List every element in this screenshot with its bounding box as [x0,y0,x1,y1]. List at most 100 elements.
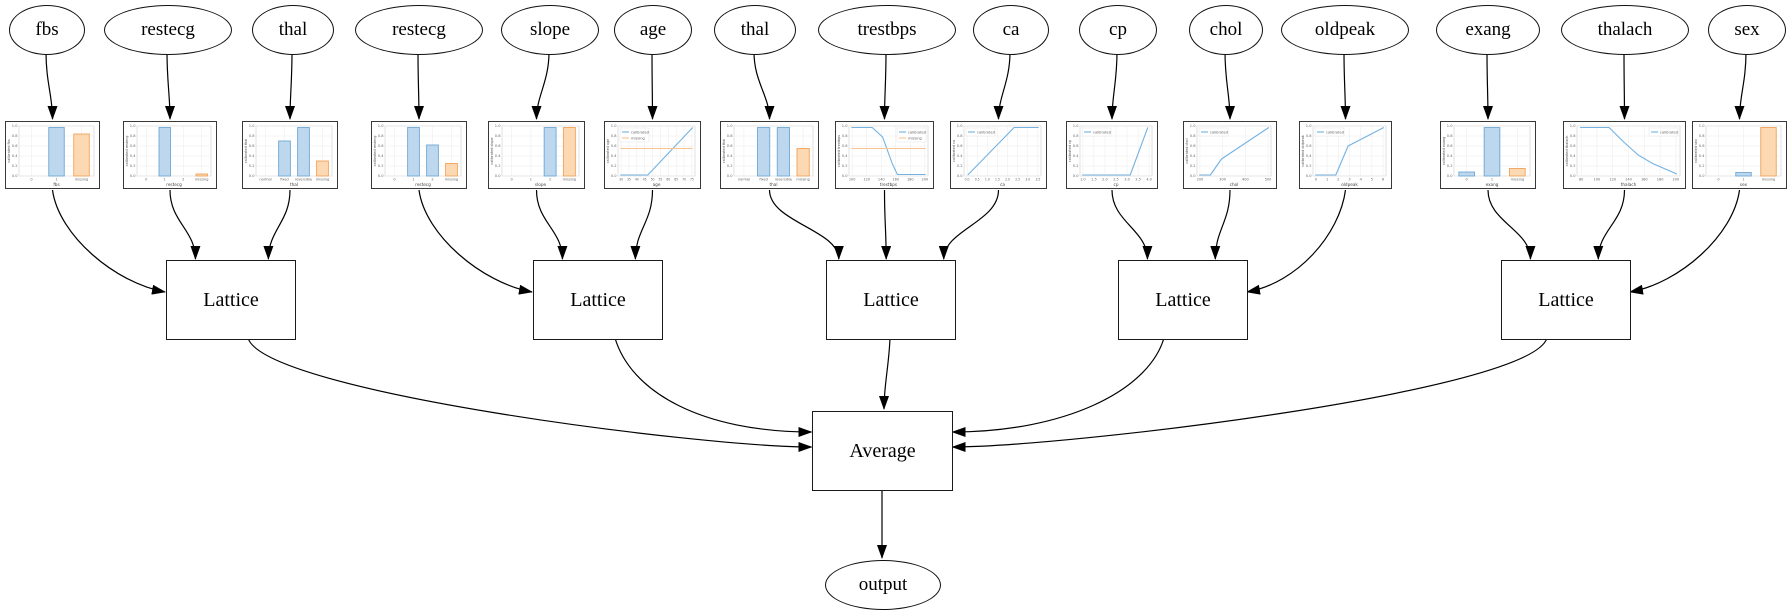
lattice-label: Lattice [570,288,626,311]
svg-text:160: 160 [892,177,899,181]
svg-text:restecg: restecg [415,182,431,187]
svg-text:1.0: 1.0 [1570,124,1576,128]
edge-arrow [1210,189,1231,260]
svg-text:0.4: 0.4 [1073,154,1079,158]
svg-text:1: 1 [55,177,57,181]
input-node-chol: chol [1189,5,1263,55]
svg-text:45: 45 [643,177,647,181]
svg-text:2.5: 2.5 [1113,177,1119,181]
svg-text:calibrated restecg: calibrated restecg [125,136,129,167]
svg-text:calibrated: calibrated [1210,130,1228,134]
svg-text:140: 140 [1625,177,1632,181]
svg-text:1.0: 1.0 [1306,124,1312,128]
edge-arrow [614,337,813,437]
svg-text:0.2: 0.2 [727,164,733,168]
svg-text:4.0: 4.0 [1146,177,1152,181]
input-node-slope: slope [501,5,599,55]
lattice-label: Lattice [863,288,919,311]
svg-text:exang: exang [1486,182,1499,187]
svg-text:fbs: fbs [53,182,59,187]
svg-text:calibrated exang: calibrated exang [1442,137,1446,166]
input-node-cp: cp [1079,5,1157,55]
edge-arrow [951,337,1548,452]
svg-text:calibrated slope: calibrated slope [490,137,494,164]
svg-text:reversible: reversible [295,177,312,181]
svg-text:chol: chol [1230,182,1239,187]
svg-text:1: 1 [530,177,532,181]
svg-text:0.4: 0.4 [249,154,255,158]
svg-text:calibrated: calibrated [1660,130,1678,134]
edge-arrow [951,337,1165,437]
svg-text:300: 300 [1219,177,1226,181]
svg-text:calibrated thal: calibrated thal [244,139,248,164]
svg-text:0.8: 0.8 [842,134,848,138]
edge-arrow [630,189,654,260]
svg-text:0.4: 0.4 [495,154,501,158]
svg-text:0.8: 0.8 [957,134,963,138]
svg-text:missing: missing [316,177,329,181]
svg-text:missing: missing [908,136,922,140]
svg-text:3.5: 3.5 [1135,177,1141,181]
svg-text:0.0: 0.0 [1190,174,1196,178]
svg-text:normal: normal [738,177,750,181]
svg-text:2.0: 2.0 [1005,177,1010,181]
svg-text:calibrated thal: calibrated thal [722,139,726,164]
svg-text:calibrated: calibrated [908,130,926,134]
svg-text:calibrated: calibrated [1093,130,1111,134]
svg-text:0.8: 0.8 [1073,134,1079,138]
svg-text:normal: normal [259,177,271,181]
svg-text:0.6: 0.6 [12,144,18,148]
svg-text:0.4: 0.4 [842,154,848,158]
svg-text:0.8: 0.8 [378,134,384,138]
svg-text:0.0: 0.0 [1306,174,1312,178]
svg-text:200: 200 [1197,177,1204,181]
input-node-trestbps: trestbps [818,5,956,55]
svg-text:1: 1 [164,177,166,181]
svg-text:ca: ca [1000,182,1005,187]
svg-text:0.4: 0.4 [378,154,384,158]
svg-text:100: 100 [849,177,856,181]
lattice-label: Lattice [1538,288,1594,311]
svg-text:0.8: 0.8 [1190,134,1196,138]
svg-text:0.2: 0.2 [1699,164,1705,168]
edge-arrow [45,51,58,120]
svg-text:500: 500 [1265,177,1272,181]
input-node-ca: ca [973,5,1049,55]
svg-text:0.2: 0.2 [130,164,136,168]
svg-text:0.4: 0.4 [957,154,963,158]
svg-text:0.0: 0.0 [957,174,963,178]
svg-text:0.0: 0.0 [842,174,848,178]
svg-text:calibrated oldpeak: calibrated oldpeak [1301,135,1305,167]
svg-text:0.0: 0.0 [1073,174,1079,178]
svg-text:thal: thal [769,182,777,187]
svg-text:calibrated ca: calibrated ca [952,140,956,162]
input-label: ca [1002,19,1020,40]
input-label: cp [1109,19,1127,40]
average-label: Average [849,439,916,462]
svg-text:calibrated: calibrated [631,130,649,134]
edge-arrow [1629,189,1741,295]
svg-text:0.6: 0.6 [249,144,255,148]
svg-text:0.8: 0.8 [495,134,501,138]
svg-text:1.0: 1.0 [12,124,18,128]
input-label: age [639,19,667,40]
svg-text:180: 180 [1657,177,1664,181]
svg-text:2: 2 [182,177,184,181]
svg-text:trestbps: trestbps [880,182,897,187]
svg-text:oldpeak: oldpeak [1341,182,1358,187]
svg-text:0.4: 0.4 [1570,154,1576,158]
svg-text:reversible: reversible [775,177,792,181]
svg-text:calibrated: calibrated [1326,130,1344,134]
svg-text:0.0: 0.0 [1699,174,1705,178]
svg-text:0.8: 0.8 [1306,134,1312,138]
edge-arrow [51,189,166,295]
svg-text:0.0: 0.0 [727,174,733,178]
lattice-label: Lattice [1155,288,1211,311]
